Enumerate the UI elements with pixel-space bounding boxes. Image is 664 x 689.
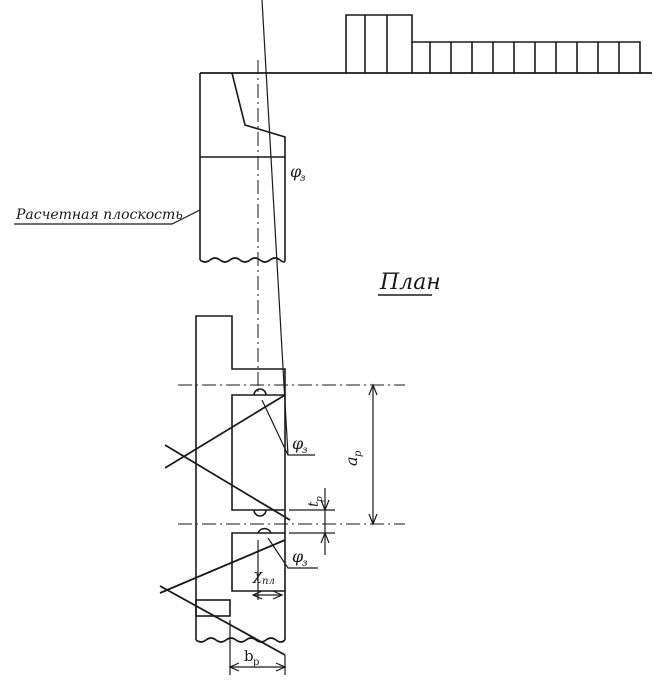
- svg-text:b: b: [244, 647, 254, 665]
- svg-text:План: План: [379, 270, 441, 295]
- svg-text:t: t: [306, 501, 322, 507]
- load-diagram: [345, 14, 641, 73]
- svg-text:p: p: [315, 496, 325, 502]
- dim-a-p: [368, 383, 378, 526]
- b-p-label: b p: [244, 647, 259, 668]
- brace-lower: [159, 539, 286, 656]
- calc-plane-label: Расчетная плоскость: [15, 207, 183, 223]
- t-p-label: t p: [306, 496, 325, 507]
- svg-text:φ: φ: [292, 547, 304, 566]
- svg-text:з: з: [302, 445, 307, 456]
- a-p-label: a p: [342, 450, 364, 466]
- phi-label-lower: φ з: [292, 547, 307, 569]
- brace-upper: [164, 394, 291, 521]
- phi-leaders: [261, 0, 318, 569]
- calc-plane-leader: [14, 209, 201, 225]
- svg-text:a: a: [342, 456, 361, 466]
- dim-chi: [251, 540, 284, 600]
- reference-lines: [178, 384, 405, 525]
- svg-text:з: з: [300, 173, 305, 184]
- dim-t-p: [289, 488, 335, 555]
- svg-text:φ: φ: [290, 162, 302, 181]
- svg-text:φ: φ: [292, 434, 304, 453]
- svg-text:з: з: [302, 558, 307, 569]
- pile-elevation: [199, 72, 286, 263]
- svg-text:пл: пл: [262, 576, 275, 587]
- phi-label-middle: φ з: [292, 434, 307, 456]
- plan-outline: [195, 315, 286, 643]
- slot-upper: [231, 388, 285, 517]
- dim-b-p: [228, 620, 287, 675]
- svg-text:χ: χ: [252, 566, 263, 584]
- phi-label-top: φ з: [290, 162, 305, 184]
- svg-text:p: p: [353, 450, 364, 457]
- plan-title: План: [378, 270, 441, 296]
- svg-text:p: p: [253, 657, 259, 668]
- chi-label: χ пл: [252, 566, 275, 587]
